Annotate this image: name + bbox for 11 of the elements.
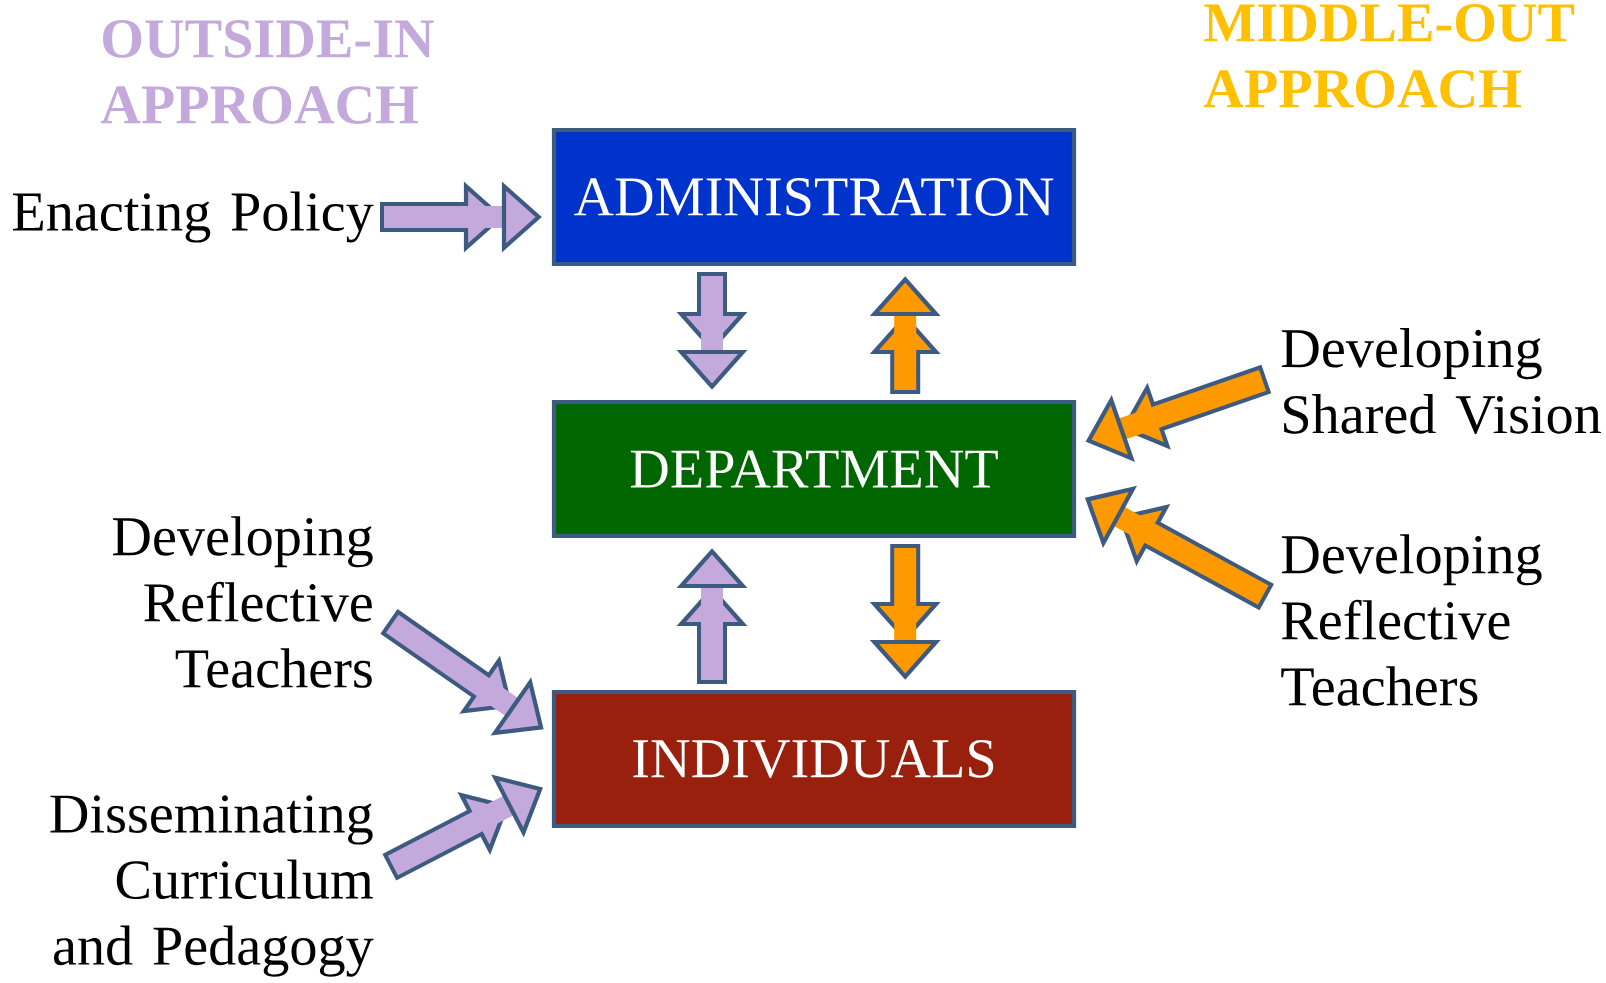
level-box: DEPARTMENT [551, 399, 1077, 539]
approach-text: Developing Reflective Teachers [113, 516, 373, 688]
approach-text: Disseminating Curriculum and Pedagogy [50, 795, 374, 977]
approach-heading: MIDDLE-OUT APPROACH [1203, 4, 1575, 108]
approach-heading: OUTSIDE-IN APPROACH [100, 20, 434, 124]
approach-text: Developing Reflective Teachers [1281, 534, 1542, 706]
level-box: INDIVIDUALS [551, 689, 1077, 829]
block-arrow [382, 774, 543, 881]
level-box: ADMINISTRATION [551, 127, 1077, 267]
approach-text: Enacting Policy [13, 191, 374, 243]
approach-text: Developing Shared Vision [1281, 328, 1601, 434]
